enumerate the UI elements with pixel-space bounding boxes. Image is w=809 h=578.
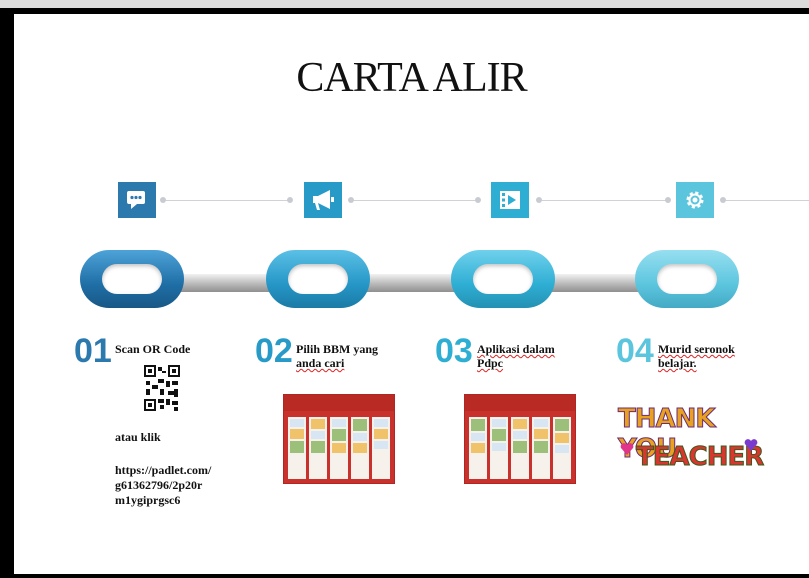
video-play-icon	[491, 182, 529, 218]
timeline-line	[350, 200, 480, 201]
gear-icon	[676, 182, 714, 218]
step-number-03: 03	[435, 332, 473, 370]
or-click-text: atau klik	[115, 430, 161, 444]
step-text-02: Pilih BBM yang anda cari	[296, 342, 379, 370]
timeline-line	[538, 200, 668, 201]
page-title: CARTA ALIR	[296, 55, 527, 101]
chain-link-04	[635, 250, 739, 308]
timeline-dot	[475, 197, 481, 203]
heart-icon	[744, 439, 758, 451]
chain-link-01	[80, 250, 184, 308]
step-text-01: Scan OR Code	[115, 342, 191, 356]
timeline-dot	[720, 197, 726, 203]
step-text-03: Aplikasi dalam Pdpc	[477, 342, 555, 370]
slide: CARTA ALIR	[14, 14, 809, 574]
timeline-dot	[160, 197, 166, 203]
timeline-line	[722, 200, 809, 201]
thank-you-teacher-clipart: THANK YOU TEACHER	[618, 404, 765, 473]
step-number-01: 01	[74, 332, 112, 370]
heart-icon	[620, 443, 634, 455]
padlet-screenshot-thumbnail	[283, 394, 395, 484]
timeline-dot	[536, 197, 542, 203]
timeline-dot	[348, 197, 354, 203]
timeline-line	[162, 200, 292, 201]
padlet-link[interactable]: https://padlet.com/ g61362796/2p20r m1yg…	[115, 463, 212, 507]
step-text-04: Murid seronok belajar.	[658, 342, 735, 370]
qr-code[interactable]	[144, 365, 180, 411]
step-number-04: 04	[616, 332, 654, 370]
step-number-02: 02	[255, 332, 293, 370]
chain-link-03	[451, 250, 555, 308]
chain-link-02	[266, 250, 370, 308]
padlet-app-thumbnail	[464, 394, 576, 484]
window-top-bar	[0, 0, 809, 8]
timeline-dot	[287, 197, 293, 203]
chat-bubble-icon	[118, 182, 156, 218]
megaphone-icon	[304, 182, 342, 218]
timeline-dot	[665, 197, 671, 203]
